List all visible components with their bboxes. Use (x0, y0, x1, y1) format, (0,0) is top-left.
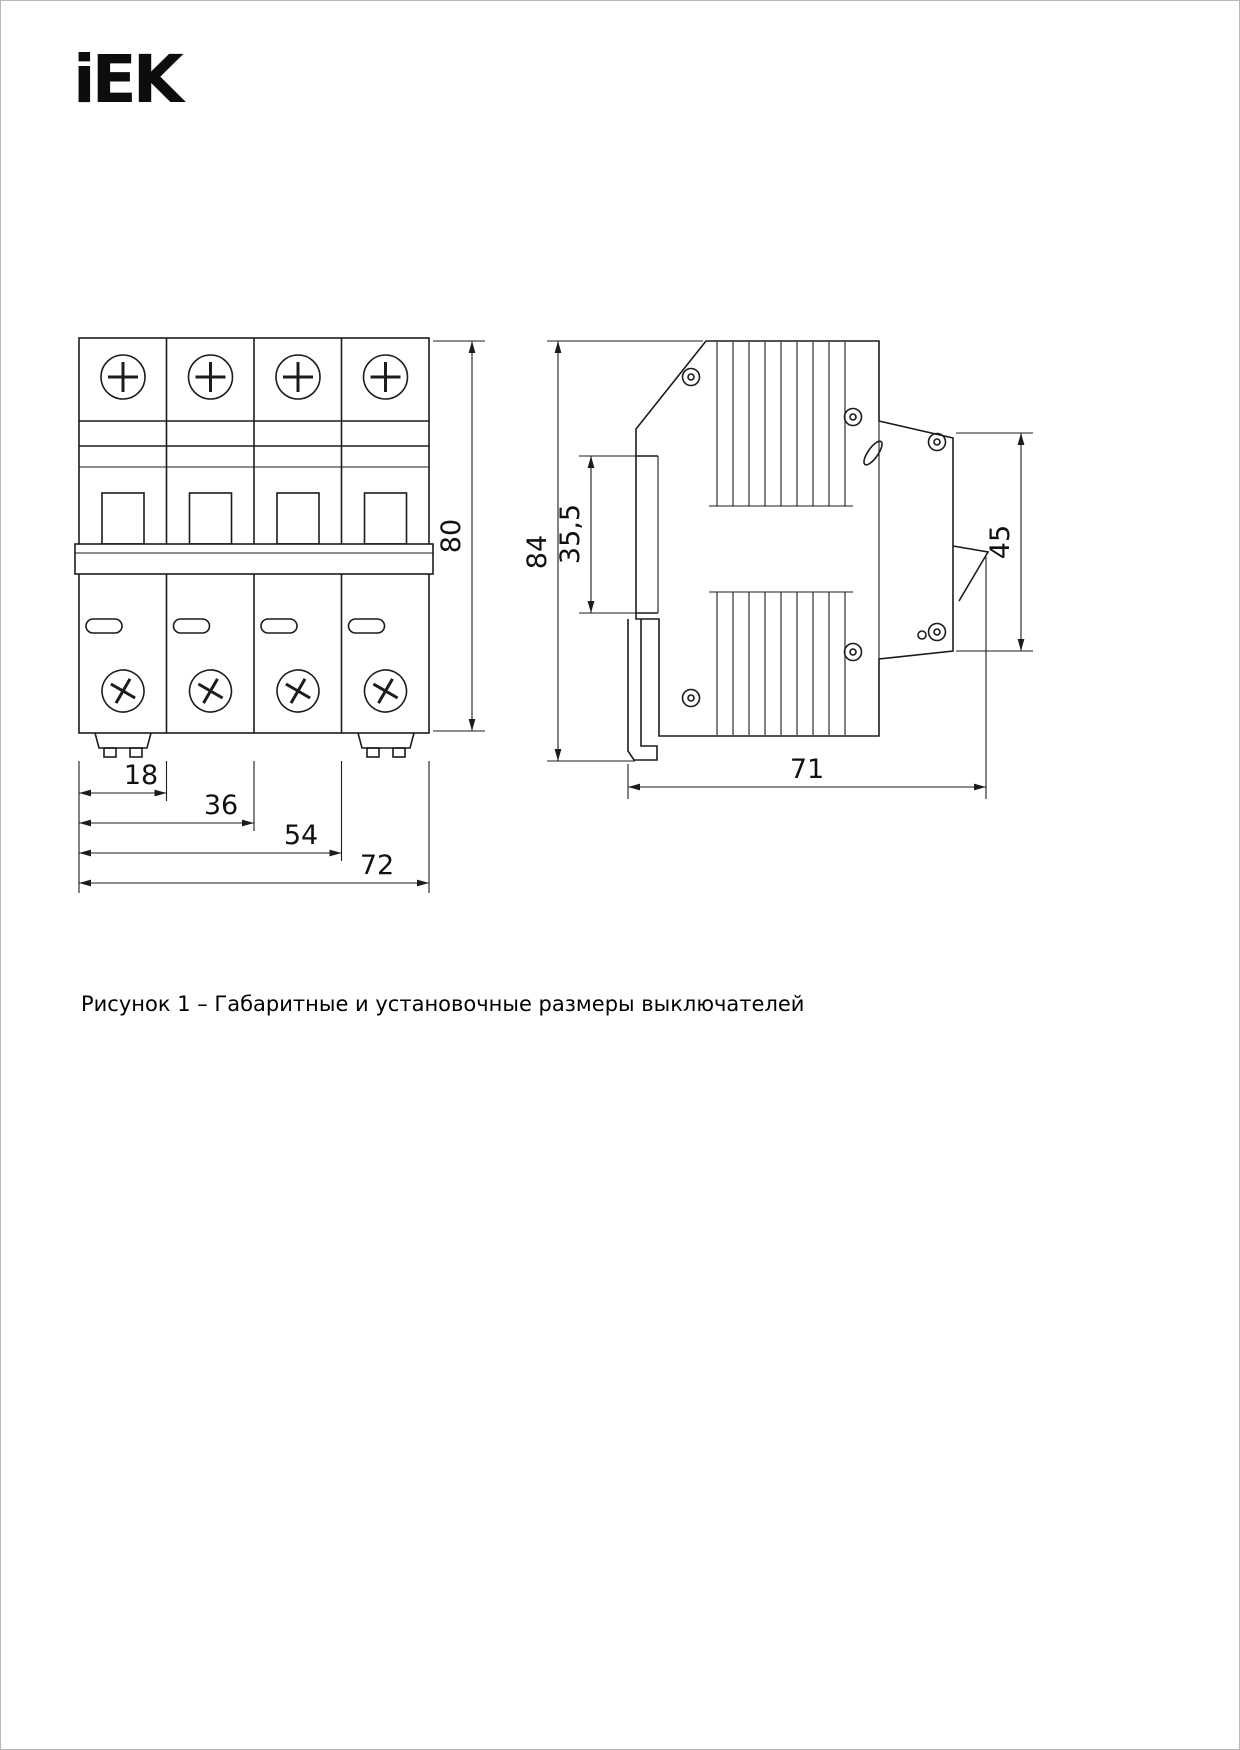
toggle-lever (101, 492, 145, 545)
marking-window (85, 618, 123, 634)
dim-side-height: 84 (522, 535, 553, 569)
marking-window (260, 618, 298, 634)
front-view-drawing (74, 337, 434, 758)
dim-width-18: 18 (124, 760, 158, 791)
side-view-drawing (627, 340, 990, 761)
dim-width-72: 72 (360, 850, 394, 881)
figure-caption: Рисунок 1 – Габаритные и установочные ра… (81, 992, 805, 1016)
dim-side-rail: 35,5 (555, 504, 586, 564)
screw-bottom-icon (101, 669, 145, 713)
toggle-lever (363, 492, 408, 545)
din-clip (357, 732, 415, 758)
din-latch (627, 619, 658, 761)
dim-width-36: 36 (204, 790, 238, 821)
screw-top-icon (100, 354, 146, 400)
marking-window (347, 618, 386, 634)
screw-bottom-icon (188, 669, 233, 713)
dim-side-mount: 45 (985, 525, 1016, 559)
vent-slot (863, 440, 883, 466)
screw-top-icon (362, 354, 409, 400)
rivet-icon (681, 367, 947, 708)
toggle-lever (276, 492, 320, 545)
screw-top-icon (275, 354, 321, 400)
toggle-lever (188, 492, 233, 545)
din-clip (94, 732, 152, 758)
breaker-side-body (635, 340, 954, 737)
screw-bottom-icon (363, 669, 408, 713)
dim-front-height: 80 (436, 519, 467, 553)
dim-side-depth: 71 (790, 754, 824, 785)
iek-logo: iEK (73, 41, 184, 118)
screw-top-icon (187, 354, 234, 400)
dim-width-54: 54 (284, 820, 318, 851)
side-view-dimensions (547, 340, 1033, 799)
toggle-bar (74, 543, 434, 575)
front-view-dimensions (78, 340, 485, 893)
terminal-flap (952, 545, 990, 602)
marking-window (172, 618, 211, 634)
screw-bottom-icon (276, 669, 320, 713)
dimension-drawing: 80 18 36 54 72 (74, 337, 1033, 893)
